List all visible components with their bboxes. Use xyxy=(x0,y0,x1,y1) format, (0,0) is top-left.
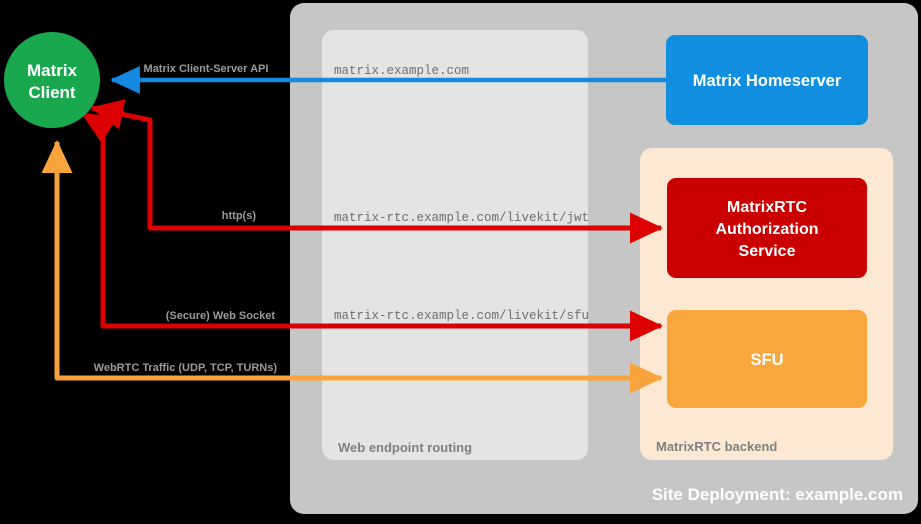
node-matrix-client-label-line1: Matrix xyxy=(27,61,78,80)
node-matrixrtc-authorization-service-label-line3: Service xyxy=(739,243,796,260)
url-label-matrix-example-com: matrix.example.com xyxy=(334,64,469,78)
panel-label-matrixrtc-backend: MatrixRTC backend xyxy=(656,439,777,454)
url-label-livekit-jwt: matrix-rtc.example.com/livekit/jwt xyxy=(334,211,589,225)
edge-label-matrix-client-server-api: Matrix Client-Server API xyxy=(144,63,269,75)
web-endpoint-routing-panel xyxy=(322,30,588,460)
connection-livekit-jwt-return xyxy=(90,99,153,130)
edge-label-secure-web-socket: (Secure) Web Socket xyxy=(166,310,276,322)
url-label-livekit-sfu: matrix-rtc.example.com/livekit/sfu xyxy=(334,309,589,323)
edge-label-webrtc-traffic: WebRTC Traffic (UDP, TCP, TURNs) xyxy=(94,362,278,374)
edge-label-http-s: http(s) xyxy=(222,210,257,222)
connection-livekit-sfu xyxy=(100,126,664,342)
node-sfu-label: SFU xyxy=(751,351,784,369)
panel-label-web-endpoint-routing: Web endpoint routing xyxy=(338,440,472,455)
node-matrix-client-label-line2: Client xyxy=(28,83,76,102)
node-matrixrtc-authorization-service-label-line1: MatrixRTC xyxy=(727,199,807,216)
site-deployment-label: Site Deployment: example.com xyxy=(652,485,903,504)
node-sfu[interactable] xyxy=(667,310,867,408)
node-matrixrtc-authorization-service-label-line2: Authorization xyxy=(715,221,818,238)
node-matrixrtc-authorization-service[interactable] xyxy=(667,178,867,278)
node-matrix-homeserver[interactable] xyxy=(666,35,868,125)
connection-livekit-sfu-return xyxy=(81,111,118,144)
node-matrix-client[interactable] xyxy=(4,32,100,128)
connection-livekit-jwt xyxy=(147,120,664,244)
node-matrix-homeserver-label: Matrix Homeserver xyxy=(693,72,842,90)
